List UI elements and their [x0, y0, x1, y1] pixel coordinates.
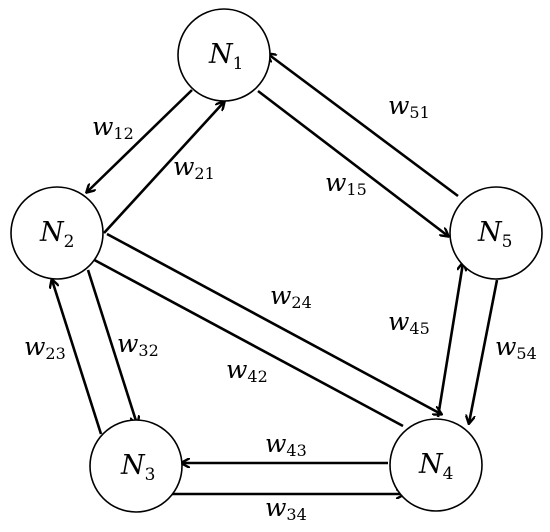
node-4-label: N [418, 449, 444, 480]
edge-2-1 [103, 102, 224, 234]
node-5-subscript: 5 [502, 232, 513, 252]
edge-label-w23: w23 [24, 332, 66, 363]
node-5: N5 [449, 186, 543, 280]
edge-label-w32: w32 [117, 329, 159, 360]
node-4-subscript: 4 [443, 464, 454, 484]
node-1-label: N [208, 39, 234, 70]
edge-label-w15: w15 [325, 168, 367, 199]
node-1-subscript: 1 [233, 54, 244, 74]
edge-5-4 [469, 279, 499, 423]
edge-2-4 [106, 232, 441, 414]
edge-label-w24: w24 [270, 281, 312, 312]
edge-2-3 [86, 269, 137, 424]
edge-label-w43: w43 [265, 429, 307, 460]
edge-1-2 [87, 89, 193, 192]
edge-label-w12: w12 [92, 112, 134, 143]
edge-label-w54: w54 [495, 332, 537, 363]
svg-text:N4: N4 [418, 449, 453, 484]
node-3-label: N [120, 450, 146, 481]
edge-label-w21: w21 [173, 152, 215, 183]
edge-4-5 [436, 263, 463, 418]
node-3: N3 [89, 419, 183, 513]
svg-text:N1: N1 [208, 39, 243, 74]
edge-4-2 [87, 256, 404, 428]
edge-label-w45: w45 [388, 307, 430, 338]
svg-text:N2: N2 [39, 217, 74, 252]
node-1: N1 [177, 8, 271, 102]
edge-5-1 [268, 54, 459, 198]
node-2: N2 [10, 186, 104, 280]
edge-label-w42: w42 [226, 355, 268, 386]
svg-text:N3: N3 [120, 450, 155, 485]
edge-label-w51: w51 [388, 91, 430, 122]
node-4: N4 [389, 418, 483, 512]
node-2-subscript: 2 [64, 232, 75, 252]
node-3-subscript: 3 [145, 465, 156, 485]
edge-3-2 [52, 280, 103, 435]
node-5-label: N [477, 217, 503, 248]
edge-1-5 [257, 89, 448, 236]
edge-label-w34: w34 [265, 493, 307, 524]
node-2-label: N [39, 217, 65, 248]
svg-text:N5: N5 [477, 217, 512, 252]
